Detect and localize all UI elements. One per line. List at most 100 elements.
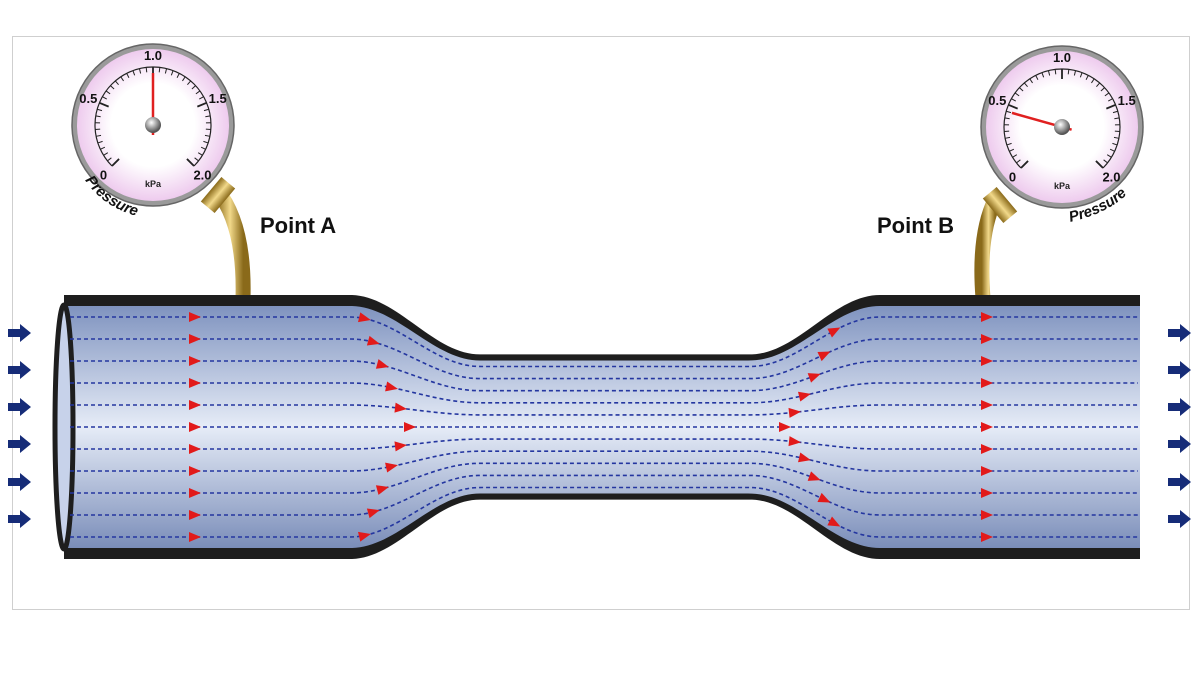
flow-arrow xyxy=(385,462,398,473)
flow-arrow xyxy=(189,510,201,520)
streamlines xyxy=(70,316,1138,538)
flow-arrow xyxy=(798,452,811,463)
gauge-tick xyxy=(97,108,103,112)
gauge-tick xyxy=(1008,103,1018,110)
gauge-hub xyxy=(145,117,161,133)
gauge-tick xyxy=(1006,142,1012,146)
flow-arrow xyxy=(366,335,380,346)
outlet-flow-arrow xyxy=(1168,510,1191,528)
flow-arrow xyxy=(788,436,801,447)
gauge-tick xyxy=(1096,82,1101,88)
flow-arrow xyxy=(375,359,389,369)
point-a-label: Point A xyxy=(260,213,336,238)
gauge-tick xyxy=(194,157,199,162)
gauge-tick xyxy=(170,70,174,76)
gauge-tick xyxy=(107,157,112,162)
gauge-tick xyxy=(1107,98,1113,102)
gauge-tick xyxy=(1006,110,1012,114)
flow-arrow xyxy=(981,378,993,388)
gauge-tick xyxy=(97,140,103,144)
flow-arrow xyxy=(358,531,371,542)
outlet-flow-arrow xyxy=(1168,324,1191,342)
flow-arrow xyxy=(827,327,841,338)
gauge-tick xyxy=(145,67,148,73)
gauge-tick xyxy=(105,90,111,95)
gauge-tick xyxy=(1019,87,1024,92)
flow-arrows xyxy=(189,312,993,542)
gauge-tick xyxy=(203,108,209,112)
gauge-tick xyxy=(1114,117,1120,120)
inlet-flow-arrow xyxy=(8,435,31,453)
flow-arrow xyxy=(189,400,201,410)
outlet-flow-arrow xyxy=(1168,473,1191,491)
gauge-fitting xyxy=(200,176,236,214)
flow-arrow xyxy=(807,471,821,481)
gauge-tick xyxy=(1020,160,1029,169)
streamline xyxy=(70,462,1138,494)
gauge-tick-label: 1.0 xyxy=(1053,50,1071,65)
flow-arrow xyxy=(981,510,993,520)
gauge-tick xyxy=(195,90,201,95)
gauge-tick xyxy=(1067,69,1070,75)
gauge-tick xyxy=(96,134,102,137)
streamline xyxy=(70,382,1138,404)
gauge-tubes xyxy=(210,185,1002,299)
inlet-flow-arrow xyxy=(8,324,31,342)
flow-arrow xyxy=(375,485,389,495)
gauge-unit: kPa xyxy=(1054,181,1071,191)
streamline xyxy=(70,438,1138,450)
flow-arrow xyxy=(981,334,993,344)
gauge-tick xyxy=(203,140,209,144)
gauge-a-tube xyxy=(210,185,251,299)
outlet-flow-arrow xyxy=(1168,361,1191,379)
flow-arrow xyxy=(788,407,801,418)
flow-arrow xyxy=(189,378,201,388)
gauge-tick xyxy=(191,85,196,90)
gauge-tick xyxy=(1100,87,1105,92)
gauge-tick xyxy=(1079,72,1083,78)
gauge-tick xyxy=(1104,92,1110,97)
gauge-tick xyxy=(1014,92,1020,97)
gauge-tick xyxy=(1073,70,1077,76)
diagram-frame xyxy=(12,36,1190,610)
gauge-tick xyxy=(1009,148,1015,152)
flow-arrow xyxy=(807,373,821,383)
gauge-tick xyxy=(1016,159,1021,164)
gauge-tick xyxy=(1091,78,1095,84)
gauge-hub xyxy=(1054,119,1070,135)
gauge-tick xyxy=(187,80,192,86)
gauge-tick xyxy=(102,96,108,100)
outlet-flow-arrow xyxy=(1168,398,1191,416)
gauge-tick xyxy=(95,115,101,118)
streamline xyxy=(70,450,1138,472)
gauge-tick xyxy=(158,67,161,73)
gauge-tick xyxy=(1005,136,1011,139)
gauge-tick xyxy=(200,146,206,150)
point-b-label: Point B xyxy=(877,213,954,238)
gauge-tick-label: 1.5 xyxy=(1118,93,1136,108)
flow-arrow xyxy=(189,488,201,498)
gauge-tick xyxy=(111,158,120,167)
inlet-flow-arrow xyxy=(8,398,31,416)
inlet-arrows xyxy=(8,324,1191,528)
streamline xyxy=(70,316,1138,368)
flow-arrow xyxy=(189,532,201,542)
streamline xyxy=(70,360,1138,392)
gauge-tick xyxy=(182,76,186,82)
gauge-tick xyxy=(1054,69,1057,75)
gauge-tick xyxy=(204,134,210,137)
gauge-tick xyxy=(176,73,180,79)
gauge-tick xyxy=(126,73,130,79)
flow-arrow xyxy=(189,356,201,366)
gauge-tick xyxy=(205,115,211,118)
gauge-tick xyxy=(1095,160,1104,169)
flow-arrow xyxy=(189,334,201,344)
flow-arrow xyxy=(817,492,831,503)
streamline xyxy=(70,338,1138,380)
flow-arrow xyxy=(366,508,380,519)
gauge-tick-label: 2.0 xyxy=(193,167,211,182)
gauge-tick xyxy=(1109,148,1115,152)
flow-arrow xyxy=(981,444,993,454)
gauge-fitting xyxy=(982,186,1018,224)
